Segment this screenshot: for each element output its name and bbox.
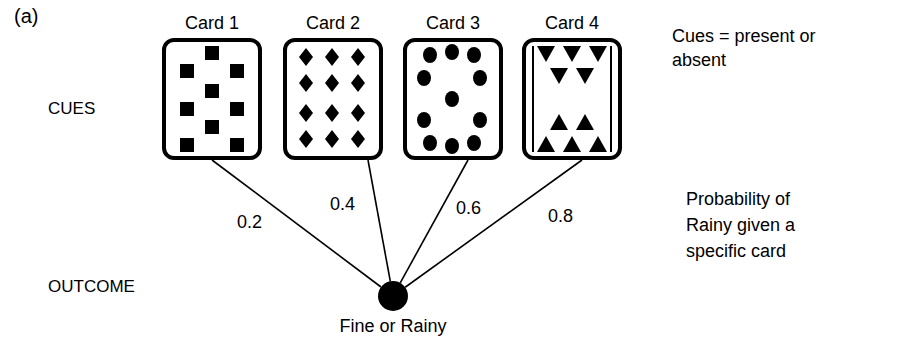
card-heading: Card 2 [267, 13, 399, 34]
note-text: Cues = present or absent [672, 24, 852, 72]
probability-label: 0.8 [546, 206, 575, 227]
outcome-label: Fine or Rainy [339, 316, 446, 337]
cue-outcome-link [212, 160, 381, 287]
card-heading: Card 4 [506, 13, 638, 34]
cue-card: Card 4 [522, 38, 622, 160]
probability-label: 0.6 [454, 198, 483, 219]
row-label: CUES [48, 99, 95, 119]
panel-label: (a) [14, 5, 38, 28]
oval-pattern [417, 44, 487, 154]
cue-outcome-link [400, 160, 468, 283]
note-text: Probability of Rainy given a specific ca… [686, 186, 821, 264]
probability-label: 0.2 [235, 212, 264, 233]
card-heading: Card 3 [387, 13, 519, 34]
row-label: OUTCOME [48, 277, 135, 297]
triangle-pattern [533, 46, 611, 152]
cue-outcome-link [405, 160, 582, 287]
card-heading: Card 1 [146, 13, 278, 34]
outcome-circle: Fine or Rainy [378, 281, 408, 311]
square-pattern [180, 46, 244, 152]
cue-card: Card 3 [403, 38, 503, 160]
cue-card: Card 2 [283, 38, 383, 160]
cue-outcome-link [368, 160, 390, 281]
probability-label: 0.4 [328, 194, 357, 215]
diamond-pattern [299, 48, 365, 148]
cue-card: Card 1 [162, 38, 262, 160]
